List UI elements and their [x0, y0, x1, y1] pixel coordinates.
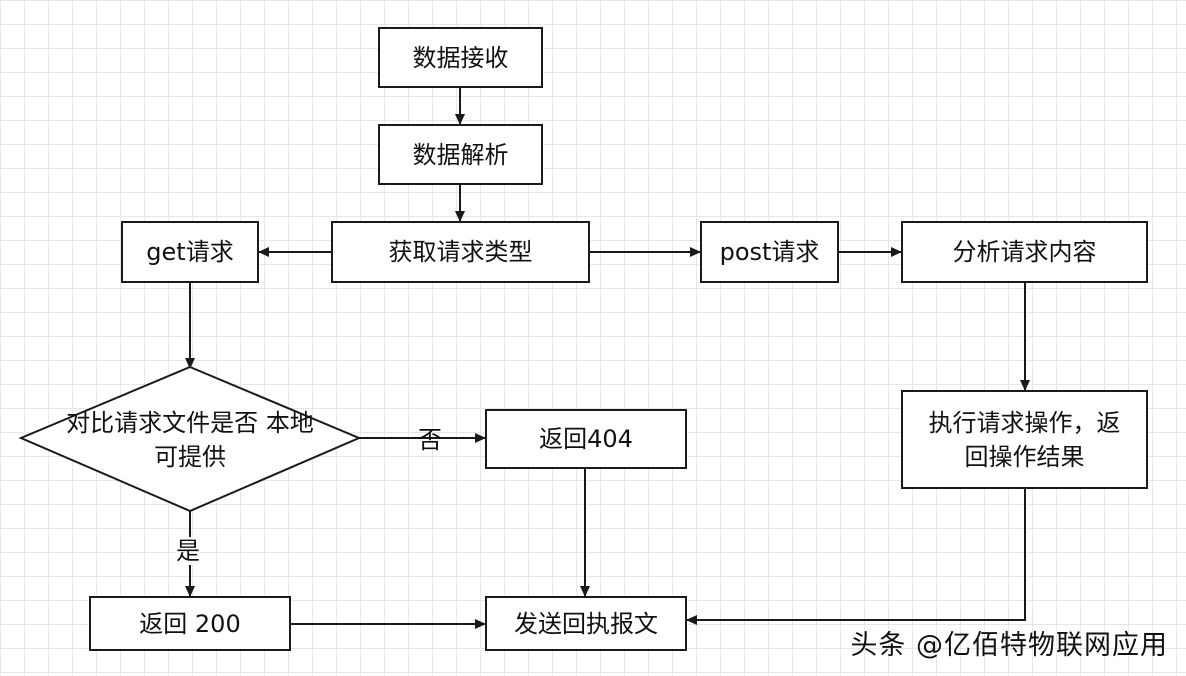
- node-data-receive: 数据接收: [378, 27, 543, 88]
- node-analyze-request-label: 分析请求内容: [952, 238, 1097, 266]
- node-get-request: get请求: [121, 221, 259, 283]
- watermark-text: 头条 @亿佰特物联网应用: [850, 630, 1168, 661]
- node-data-parse: 数据解析: [378, 124, 543, 185]
- node-get-request-label: get请求: [146, 238, 234, 266]
- node-return-200-label: 返回 200: [139, 609, 241, 638]
- node-analyze-request: 分析请求内容: [901, 221, 1148, 283]
- node-execute-request: 执行请求操作，返 回操作结果: [901, 390, 1148, 489]
- decision-compare-label: 对比请求文件是否 本地可提供: [60, 405, 320, 475]
- node-post-request-label: post请求: [719, 238, 820, 266]
- edge-execute-to-send: [686, 489, 1026, 625]
- node-execute-line1: 执行请求操作，返: [928, 408, 1121, 437]
- node-return-200: 返回 200: [89, 596, 291, 651]
- edge-label-no: 否: [418, 426, 442, 454]
- node-send-receipt-label: 发送回执报文: [514, 609, 658, 638]
- node-get-request-type-label: 获取请求类型: [388, 238, 533, 266]
- node-data-parse-label: 数据解析: [412, 140, 509, 169]
- node-return-404-label: 返回404: [539, 425, 633, 453]
- node-execute-line2: 回操作结果: [964, 442, 1085, 471]
- decision-diamond: [18, 365, 362, 513]
- node-data-receive-label: 数据接收: [412, 43, 509, 72]
- node-post-request: post请求: [700, 221, 839, 283]
- node-return-404: 返回404: [485, 409, 687, 469]
- edge-label-yes: 是: [176, 537, 200, 565]
- decision-compare-line1: 对比请求文件是否: [66, 409, 259, 437]
- node-get-request-type: 获取请求类型: [331, 221, 590, 283]
- decision-compare-line2: 本地可提供: [154, 409, 314, 471]
- node-send-receipt: 发送回执报文: [485, 596, 687, 651]
